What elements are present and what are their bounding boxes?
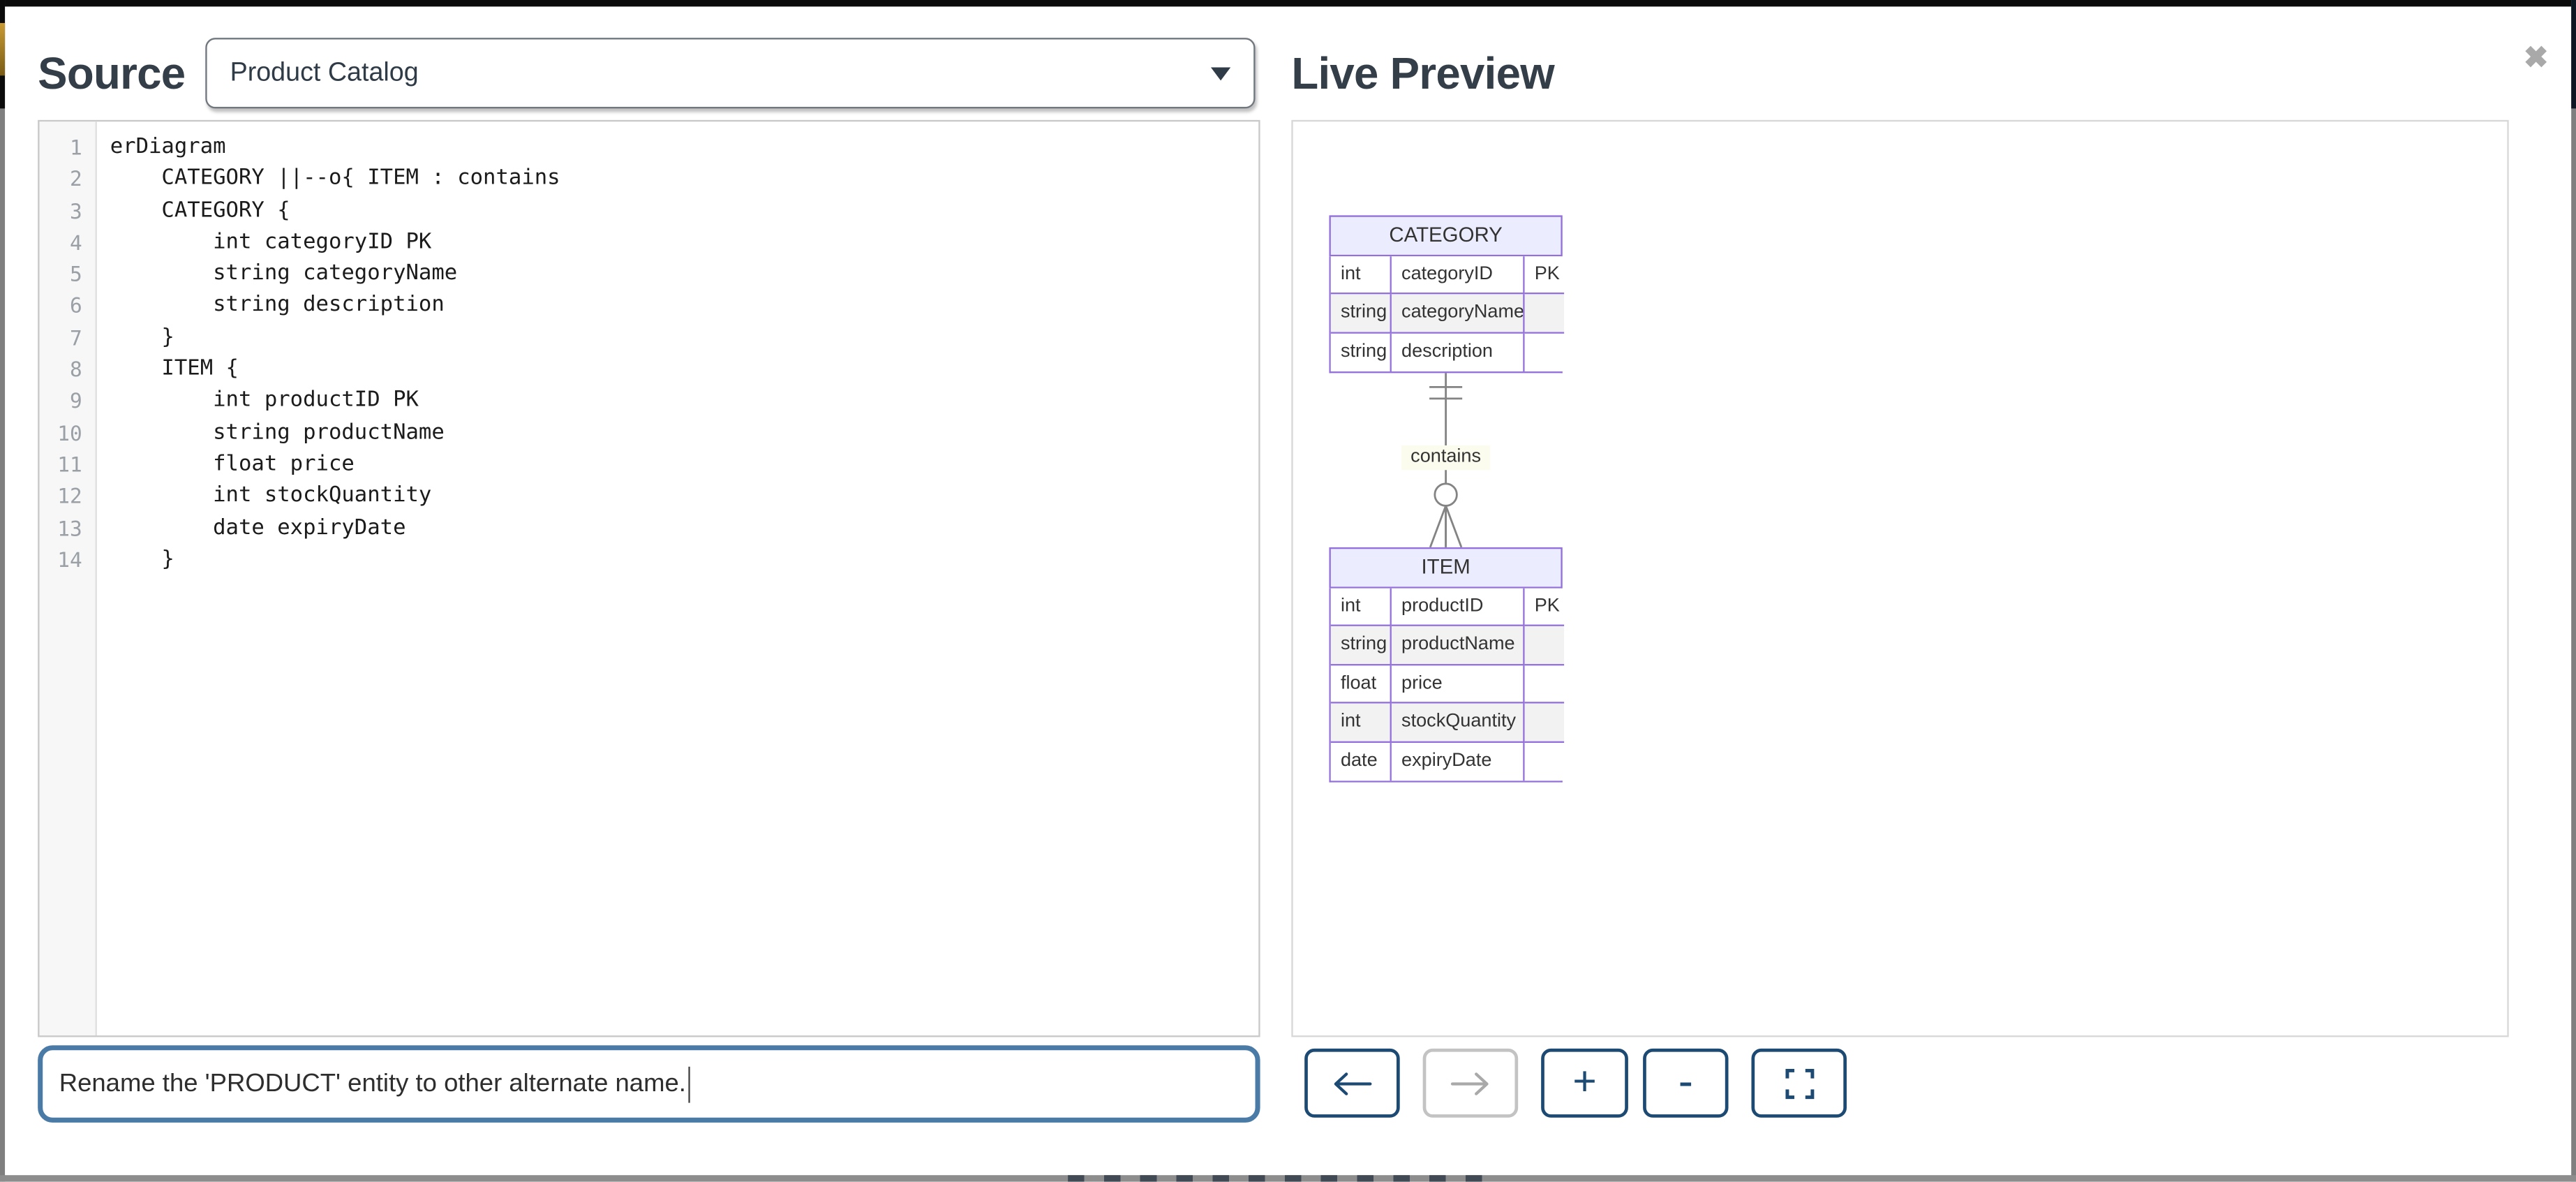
code-line: 14 } [57, 547, 174, 572]
history-forward-button[interactable] [1422, 1048, 1519, 1118]
code-line: 9 int productID PK [69, 388, 419, 413]
attr-key: PK [1524, 588, 1565, 627]
relationship-label: contains [1401, 445, 1491, 471]
attr-name: productName [1391, 626, 1525, 665]
code-line: 13 date expiryDate [57, 515, 406, 540]
text-cursor [687, 1065, 690, 1102]
prompt-input-value: Rename the 'PRODUCT' entity to other alt… [59, 1069, 686, 1098]
zoom-out-button[interactable]: - [1643, 1048, 1729, 1118]
entity-category: CATEGORY int categoryID PK string catego… [1329, 215, 1565, 374]
attr-type: int [1330, 588, 1392, 627]
entity-attributes: int categoryID PK string categoryName st… [1329, 256, 1565, 374]
attr-key [1524, 742, 1565, 781]
plus-icon: + [1572, 1057, 1597, 1104]
frame-left-gold-fragment [0, 22, 6, 76]
attr-key [1524, 295, 1565, 334]
entity-attributes: int productID PK string productName floa… [1329, 588, 1565, 783]
entity-title: CATEGORY [1329, 215, 1563, 257]
attr-type: date [1330, 742, 1392, 781]
attr-name: price [1391, 665, 1525, 704]
attr-key [1524, 333, 1565, 372]
code-line: 3 CATEGORY { [69, 198, 290, 223]
minus-icon: - [1678, 1056, 1693, 1106]
code-line: 10 string productName [57, 420, 445, 445]
attr-key [1524, 626, 1565, 665]
attr-name: productID [1391, 588, 1525, 627]
attr-name: stockQuantity [1391, 703, 1525, 743]
chevron-down-icon [1210, 66, 1231, 80]
code-line: 4 int categoryID PK [69, 230, 432, 255]
attr-name: categoryName [1391, 295, 1525, 334]
fullscreen-button[interactable] [1751, 1048, 1847, 1118]
frame-right-edge [2571, 0, 2576, 1182]
attr-type: string [1330, 333, 1392, 372]
code-line: 5 string categoryName [69, 261, 458, 287]
code-line: 7 } [69, 325, 174, 350]
attr-name: expiryDate [1391, 742, 1525, 781]
code-line: 11 float price [57, 452, 355, 477]
frame-right-edge-dark [2571, 0, 2576, 109]
arrow-right-icon [1450, 1072, 1489, 1095]
frame-left-edge [0, 0, 6, 1182]
fullscreen-brackets-icon [1785, 1068, 1814, 1098]
code-line: 6 string description [69, 293, 445, 318]
prompt-input[interactable]: Rename the 'PRODUCT' entity to other alt… [38, 1045, 1260, 1123]
attr-key [1524, 665, 1565, 704]
zoom-in-button[interactable]: + [1541, 1048, 1628, 1118]
attr-key: PK [1524, 256, 1565, 295]
diagram-select-dropdown[interactable]: Product Catalog [205, 38, 1256, 109]
code-line: 8 ITEM { [69, 357, 239, 382]
history-back-button[interactable] [1304, 1048, 1400, 1118]
attr-type: string [1330, 626, 1392, 665]
cutoff-footer-text [1068, 1175, 1496, 1182]
dropdown-selected-value: Product Catalog [230, 58, 419, 87]
attr-name: description [1391, 333, 1525, 372]
line-number-gutter [39, 121, 97, 1036]
attr-type: int [1330, 256, 1392, 295]
code-line: 2 CATEGORY ||--o{ ITEM : contains [69, 166, 560, 191]
source-heading: Source [38, 49, 186, 99]
preview-heading: Live Preview [1291, 49, 1554, 99]
attr-name: categoryID [1391, 256, 1525, 295]
entity-item: ITEM int productID PK string productName… [1329, 547, 1565, 783]
frame-top-edge [0, 0, 2576, 7]
arrow-left-icon [1334, 1072, 1372, 1095]
code-line: 12 int stockQuantity [57, 483, 432, 509]
entity-title: ITEM [1329, 547, 1563, 589]
attr-type: float [1330, 665, 1392, 704]
attr-type: int [1330, 703, 1392, 743]
attr-type: string [1330, 295, 1392, 334]
preview-canvas[interactable]: CATEGORY int categoryID PK string catego… [1291, 119, 2509, 1037]
attr-key [1524, 703, 1565, 743]
close-icon[interactable]: ✖ [2523, 40, 2549, 74]
